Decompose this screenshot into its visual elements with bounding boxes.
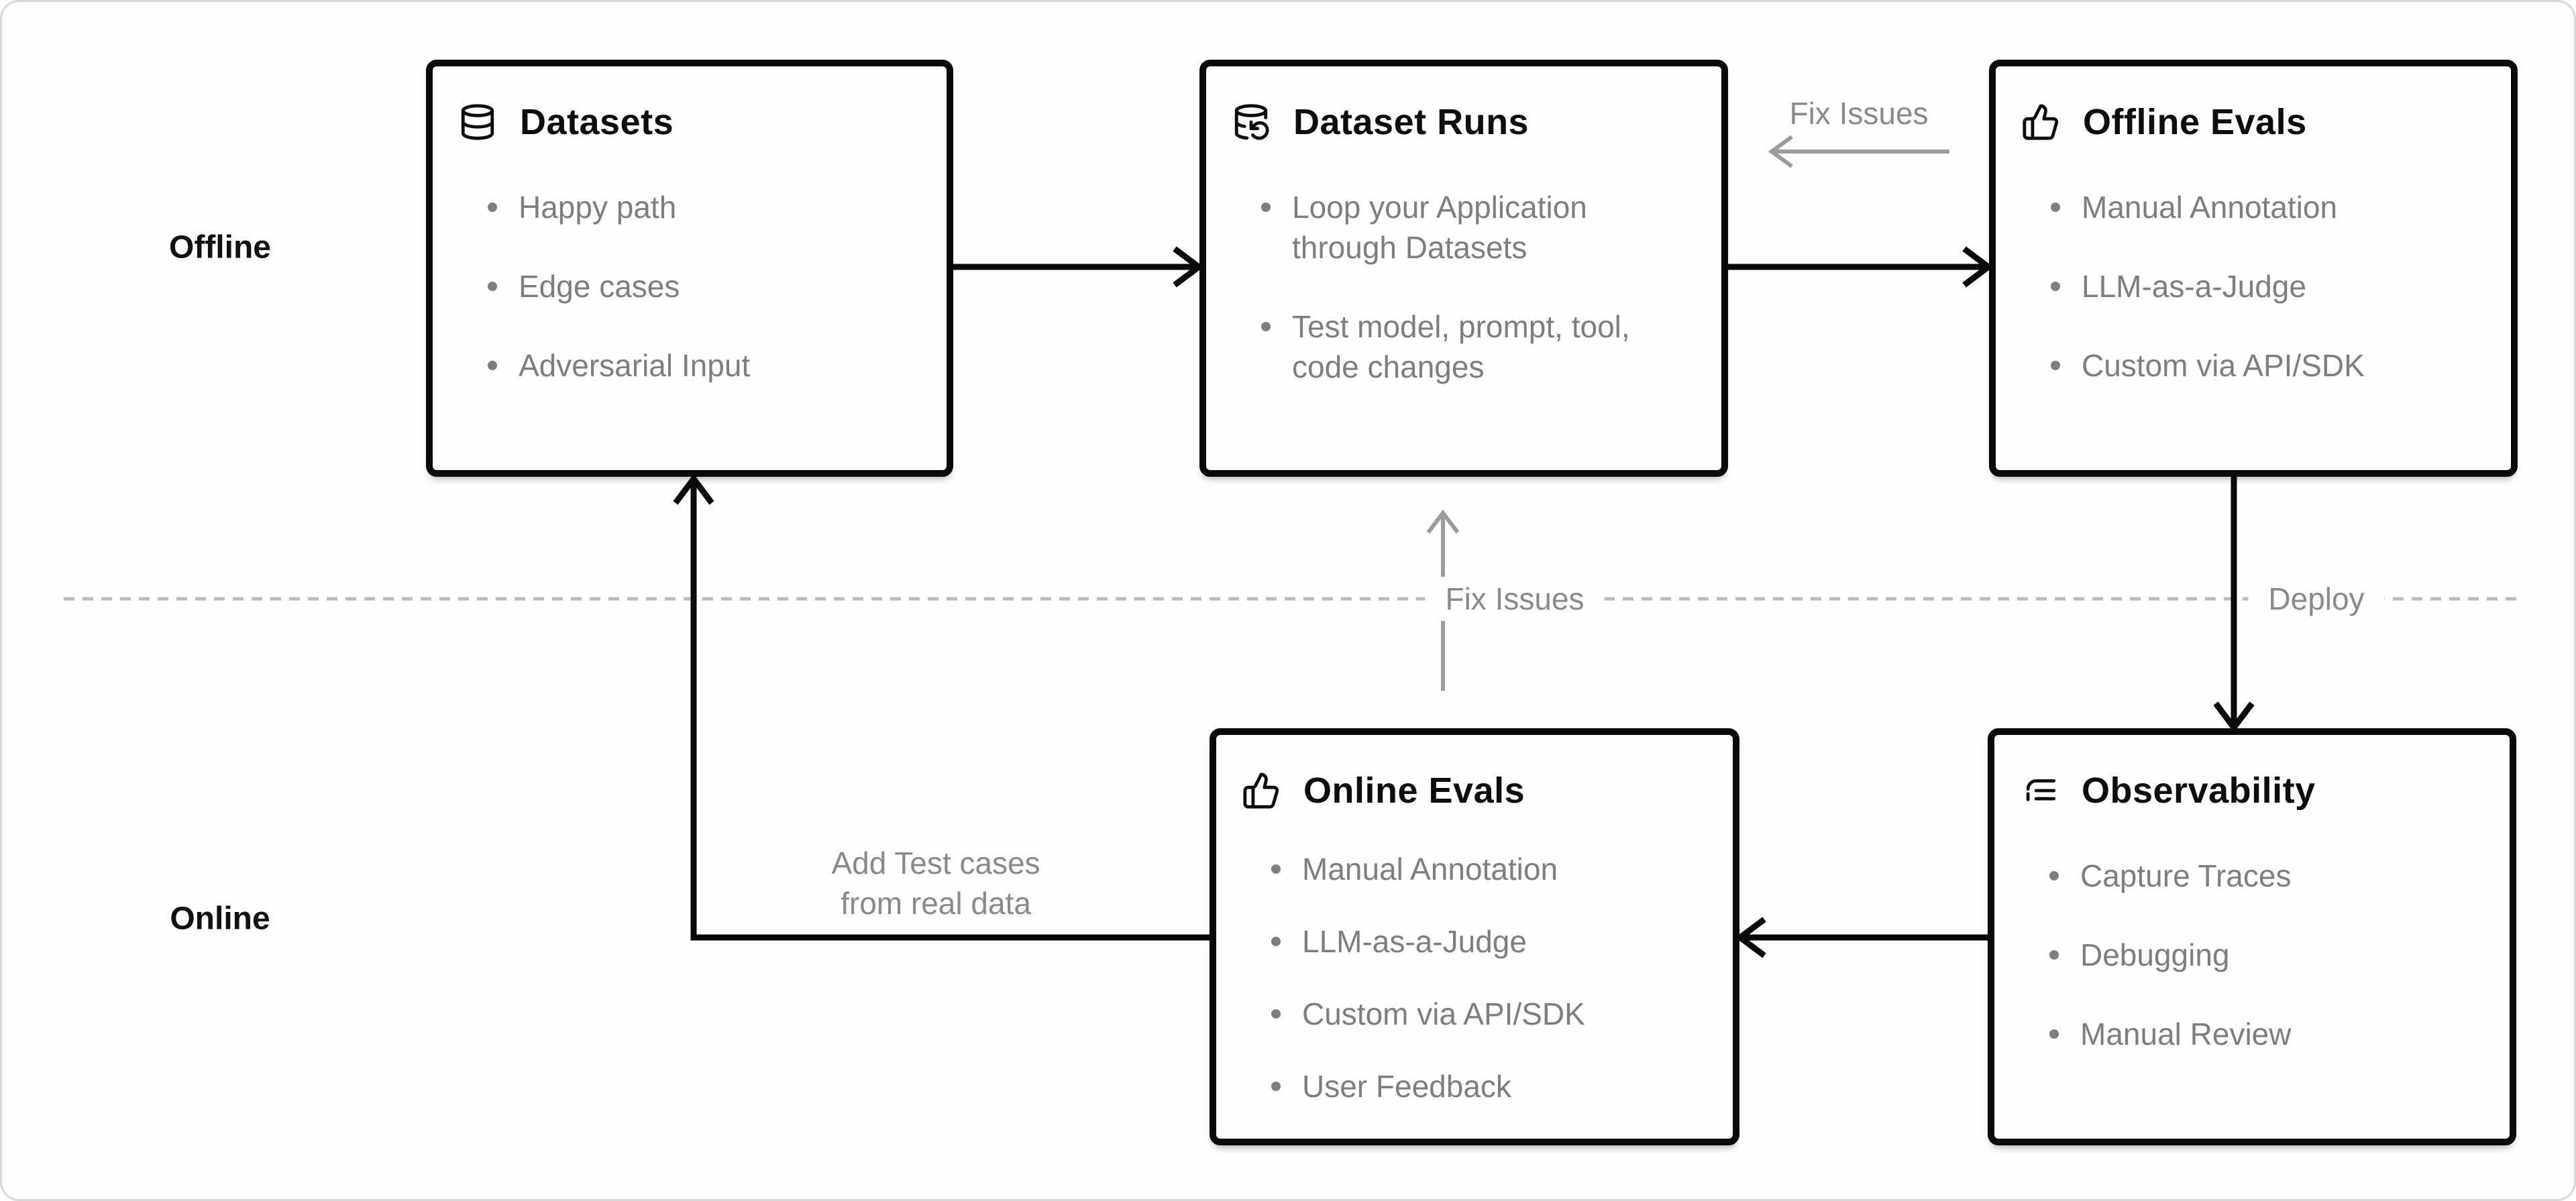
list-item: Custom via API/SDK	[1271, 994, 1698, 1034]
arrow-online-evals-to-datasets	[673, 473, 1213, 941]
offline-section-label: Offline	[169, 229, 271, 266]
online-evals-box: Online Evals Manual Annotation LLM-as-a-…	[1210, 728, 1739, 1145]
observability-box-header: Observability	[1994, 735, 2510, 811]
box-title: Online Evals	[1303, 770, 1525, 811]
arrow-offline-evals-to-observability	[2213, 473, 2255, 733]
dataset-runs-box-header: Dataset Runs	[1206, 66, 1721, 143]
datasets-box: Datasets Happy path Edge cases Adversari…	[426, 60, 953, 477]
add-test-cases-label: Add Test cases from real data	[831, 843, 1040, 923]
fix-issues-mid-label: Fix Issues	[1425, 577, 1605, 621]
list-item: Adversarial Input	[488, 345, 914, 386]
datasets-box-header: Datasets	[433, 66, 947, 143]
offline-evals-item-list: Manual Annotation LLM-as-a-Judge Custom …	[1996, 143, 2511, 386]
list-item: Capture Traces	[2049, 856, 2476, 896]
list-item: Custom via API/SDK	[2051, 345, 2477, 386]
list-item: Loop your Application through Datasets	[1261, 187, 1688, 268]
observability-box: Observability Capture Traces Debugging M…	[1988, 728, 2516, 1145]
box-title: Offline Evals	[2083, 102, 2307, 142]
fix-issues-top-label: Fix Issues	[1789, 96, 1929, 131]
list-item: LLM-as-a-Judge	[1271, 921, 1698, 962]
list-item: Edge cases	[488, 266, 914, 306]
list-item: Manual Annotation	[1271, 849, 1698, 889]
list-item: LLM-as-a-Judge	[2051, 266, 2477, 306]
add-test-cases-line2: from real data	[841, 886, 1031, 921]
thumbs-up-icon	[1242, 771, 1281, 810]
list-item: Manual Annotation	[2051, 187, 2477, 227]
dataset-runs-item-list: Loop your Application through Datasets T…	[1206, 143, 1721, 387]
arrow-observability-to-online-evals	[1735, 917, 1991, 958]
thumbs-up-icon	[2021, 103, 2060, 141]
deploy-label: Deploy	[2248, 577, 2385, 621]
online-evals-item-list: Manual Annotation LLM-as-a-Judge Custom …	[1216, 811, 1733, 1106]
box-title: Datasets	[520, 102, 674, 142]
list-item: User Feedback	[1271, 1066, 1698, 1106]
arrow-fix-issues-top	[1768, 135, 1949, 168]
observability-item-list: Capture Traces Debugging Manual Review	[1994, 811, 2510, 1054]
box-title: Dataset Runs	[1293, 102, 1529, 142]
add-test-cases-line1: Add Test cases	[831, 846, 1040, 880]
list-item: Happy path	[488, 187, 914, 227]
datasets-item-list: Happy path Edge cases Adversarial Input	[433, 143, 947, 386]
dataset-runs-box: Dataset Runs Loop your Application throu…	[1199, 60, 1728, 477]
list-item: Manual Review	[2049, 1014, 2476, 1054]
online-evals-box-header: Online Evals	[1216, 735, 1733, 811]
logs-icon	[2020, 771, 2059, 810]
database-icon	[458, 103, 497, 141]
offline-evals-box: Offline Evals Manual Annotation LLM-as-a…	[1989, 60, 2518, 477]
arrow-datasets-to-dataset-runs	[950, 246, 1204, 288]
box-title: Observability	[2082, 770, 2316, 811]
list-item: Test model, prompt, tool, code changes	[1261, 306, 1688, 387]
list-item: Debugging	[2049, 935, 2476, 975]
database-refresh-icon	[1232, 103, 1271, 141]
offline-evals-box-header: Offline Evals	[1996, 66, 2511, 143]
arrow-dataset-runs-to-offline-evals	[1725, 246, 1994, 288]
online-section-label: Online	[170, 901, 270, 937]
